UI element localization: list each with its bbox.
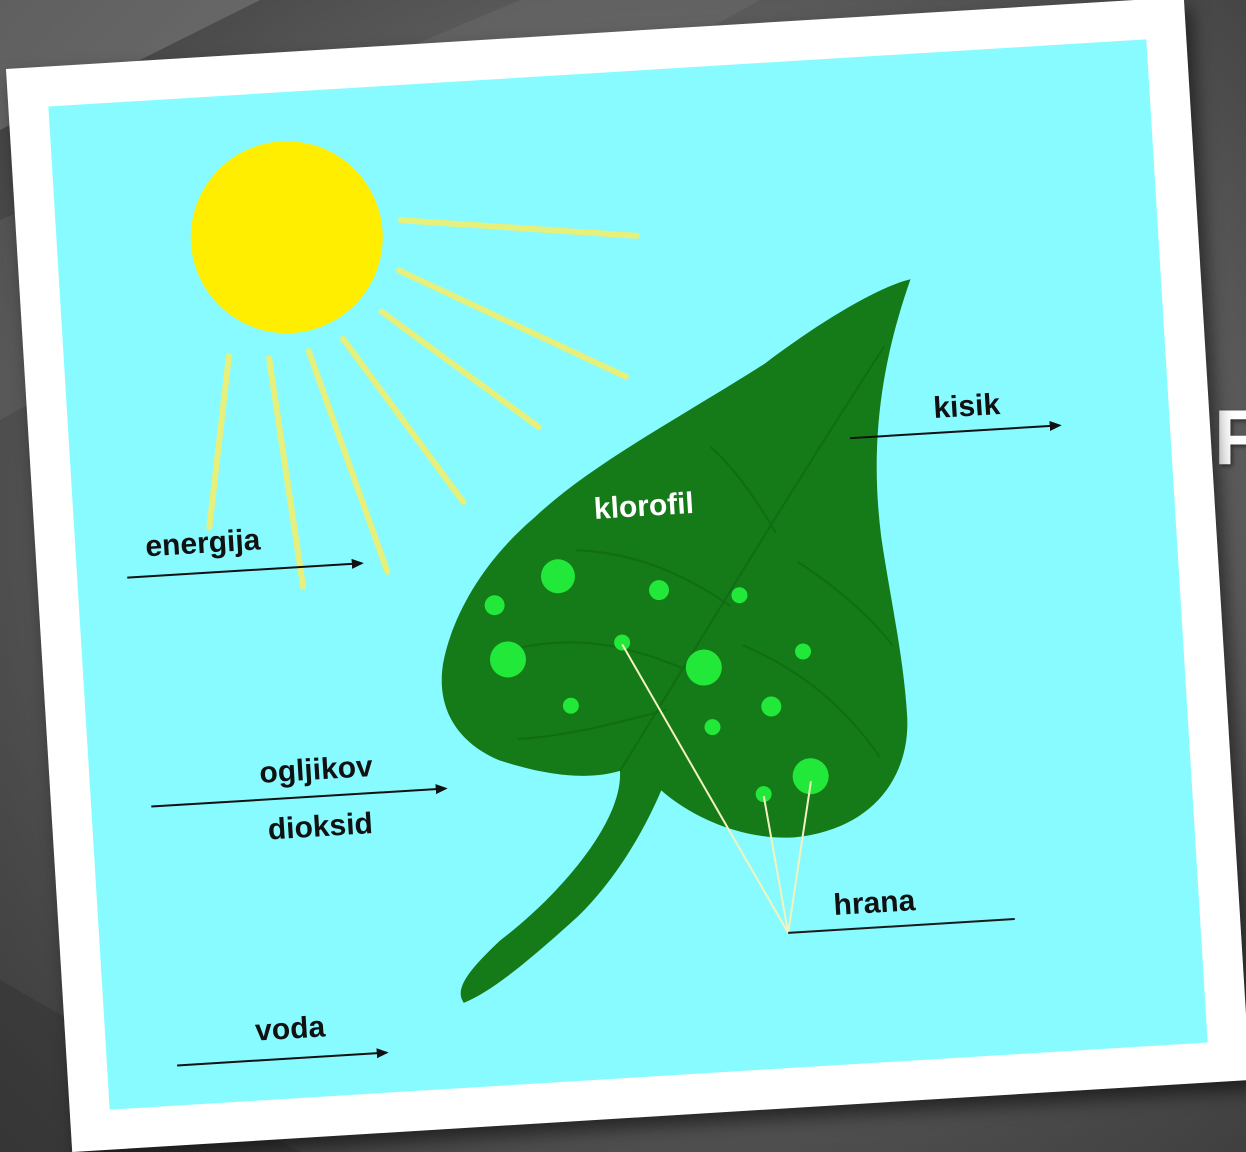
slide-title-fragment: F [1214, 398, 1246, 476]
label-water: voda [254, 1010, 326, 1047]
label-chlorophyll: klorofil [593, 487, 695, 526]
label-carbon-dioxide-line1: ogljikov [258, 750, 373, 790]
photosynthesis-diagram: energija ogljikov dioksid voda kisik klo… [6, 0, 1246, 1152]
label-carbon-dioxide-line2: dioksid [267, 807, 374, 846]
label-food: hrana [833, 884, 917, 922]
label-oxygen: kisik [932, 388, 1001, 425]
diagram-frame: energija ogljikov dioksid voda kisik klo… [6, 0, 1246, 1152]
label-energy: energija [144, 523, 261, 563]
